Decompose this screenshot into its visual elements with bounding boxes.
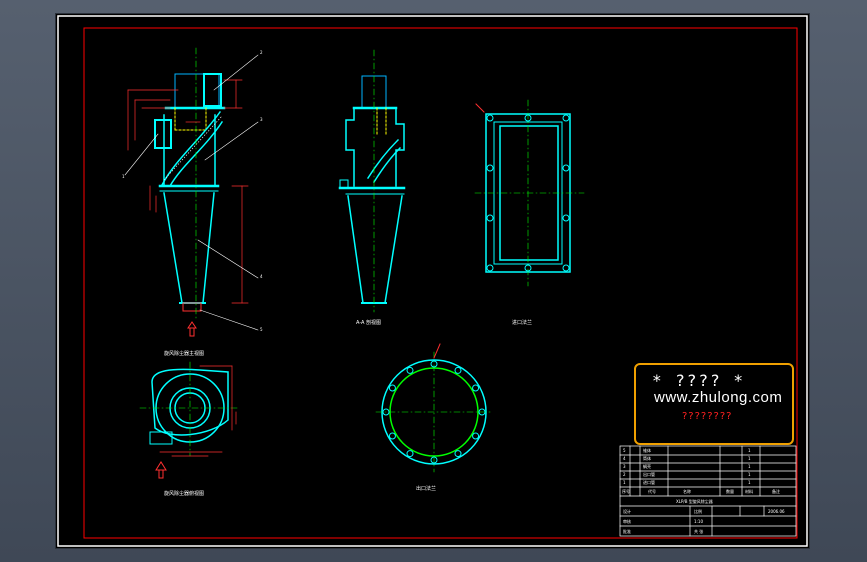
parts-row-no: 1: [623, 480, 626, 485]
top-view-label: 旋风除尘器俯视图: [164, 490, 204, 497]
part-callout: 3: [260, 117, 263, 122]
bolt-hole: [430, 456, 438, 464]
bolt-hole: [454, 450, 462, 458]
part-callout: 4: [260, 274, 263, 279]
bolt-hole: [562, 164, 570, 172]
parts-row-no: 5: [623, 448, 626, 453]
watermark-subtitle: ????????: [682, 411, 733, 422]
header-no: 序号: [622, 488, 630, 494]
scale-label: 比例: [694, 508, 702, 514]
bolt-hole: [472, 384, 480, 392]
bolt-hole: [406, 450, 414, 458]
flange-bolt-holes: [486, 114, 570, 272]
drawing-date: 2006.06: [768, 509, 785, 514]
inlet-arrow-icon: [155, 461, 167, 479]
bolt-hole: [478, 408, 486, 416]
parts-row-name: 蜗壳: [643, 463, 651, 469]
bolt-hole: [562, 114, 570, 122]
parts-row-name: 筒体: [643, 455, 651, 461]
checker-label: 审核: [623, 518, 631, 524]
scale-value: 1:10: [694, 519, 703, 524]
side-view-label: A-A 剖视图: [356, 319, 381, 326]
parts-row-qty: 1: [748, 480, 751, 485]
bolt-hole: [562, 264, 570, 272]
header-material: 材料: [745, 488, 753, 494]
bolt-hole: [524, 114, 532, 122]
parts-row-qty: 1: [748, 472, 751, 477]
bolt-hole: [524, 264, 532, 272]
watermark-box: * ???? * www.zhulong.com ????????: [634, 363, 794, 445]
parts-row-no: 4: [623, 456, 626, 461]
outlet-flange-view: [375, 343, 493, 473]
header-qty: 数量: [726, 488, 734, 494]
parts-row-no: 2: [623, 472, 626, 477]
drawing-frame: [83, 27, 798, 539]
bolt-hole: [472, 432, 480, 440]
outlet-flange-label: 出口法兰: [416, 485, 436, 492]
parts-row-qty: 1: [748, 464, 751, 469]
parts-row-name: 出口管: [643, 471, 655, 477]
bolt-hole: [406, 366, 414, 374]
approver-label: 批准: [623, 528, 631, 534]
sheet-count: 共 张: [694, 528, 703, 534]
top-view: [139, 361, 241, 479]
part-callout: 5: [260, 327, 263, 332]
inlet-flange-view: [474, 99, 585, 287]
watermark-stars: * ???? *: [652, 371, 746, 390]
header-name: 名称: [683, 488, 691, 494]
bolt-hole: [486, 164, 494, 172]
bolt-hole: [388, 384, 396, 392]
part-callout: 2: [260, 50, 263, 55]
title-block: [619, 445, 797, 537]
flange-bolt-holes: [382, 360, 486, 464]
drawing-sheet: [56, 14, 809, 548]
bolt-hole: [430, 360, 438, 368]
front-view-label: 旋风除尘器主视图: [164, 350, 204, 357]
front-view: [124, 47, 259, 337]
bolt-hole: [454, 366, 462, 374]
watermark-url: www.zhulong.com: [654, 389, 783, 406]
parts-row-qty: 1: [748, 448, 751, 453]
section-arrow-icon: [187, 321, 197, 337]
bolt-hole: [382, 408, 390, 416]
inlet-flange: [154, 119, 172, 149]
designer-label: 设计: [623, 508, 631, 514]
inlet-flange-label: 进口法兰: [512, 319, 532, 326]
outlet-flange: [203, 73, 222, 107]
drawing-title: XLP/B 型旋风除尘器: [676, 498, 713, 504]
sheet-border: [57, 15, 808, 547]
parts-row-no: 3: [623, 464, 626, 469]
side-view: [338, 49, 406, 313]
parts-row-name: 进口管: [643, 479, 655, 485]
bolt-hole: [388, 432, 396, 440]
bolt-hole: [486, 214, 494, 222]
parts-row-name: 锥体: [643, 447, 651, 453]
bolt-hole: [562, 214, 570, 222]
parts-row-qty: 1: [748, 456, 751, 461]
bolt-hole: [486, 114, 494, 122]
part-callout: 1: [122, 174, 125, 179]
header-note: 备注: [772, 488, 780, 494]
bolt-hole: [486, 264, 494, 272]
header-code: 代号: [648, 488, 656, 494]
